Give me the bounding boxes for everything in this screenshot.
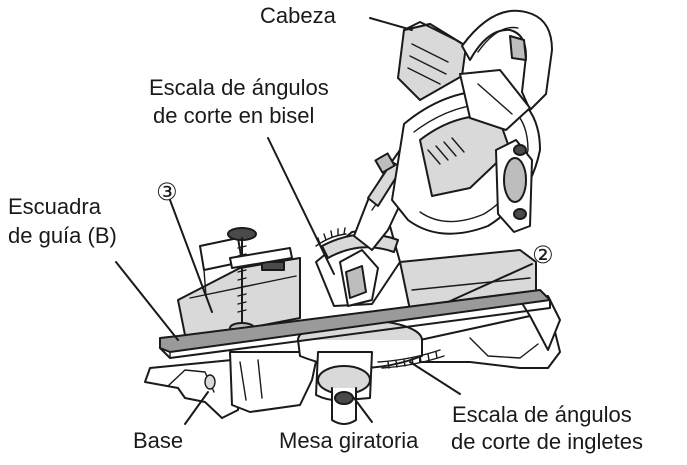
label-base: Base bbox=[133, 428, 184, 453]
turntable bbox=[297, 319, 445, 425]
leader-base bbox=[184, 391, 209, 425]
leader-callout-3 bbox=[169, 199, 213, 313]
miter-scale-ticks bbox=[387, 351, 438, 369]
leader-callout-2 bbox=[447, 263, 533, 303]
saw-base bbox=[144, 295, 561, 419]
callout-3: ③ bbox=[156, 178, 178, 206]
workpiece bbox=[159, 289, 551, 359]
label-guide-square-line2: de guía (B) bbox=[8, 223, 117, 248]
label-miter-scale-line2: de corte de ingletes bbox=[451, 429, 644, 454]
leader-guide-square bbox=[115, 261, 179, 341]
side-lock-knob bbox=[495, 139, 533, 233]
leader-lines bbox=[115, 17, 533, 425]
leader-miter-scale bbox=[409, 361, 461, 395]
leader-bevel-scale bbox=[267, 137, 335, 275]
label-bevel-scale-line1: Escala de ángulos bbox=[149, 75, 329, 100]
label-miter-scale-line1: Escala de ángulos bbox=[452, 402, 632, 427]
leader-turntable bbox=[353, 397, 373, 423]
label-head: Cabeza bbox=[260, 3, 336, 28]
callout-2: ② bbox=[532, 241, 554, 269]
label-turntable: Mesa giratoria bbox=[279, 428, 419, 453]
leader-head bbox=[369, 17, 413, 31]
label-bevel-scale-line2: de corte en bisel bbox=[153, 103, 315, 128]
saw-head bbox=[397, 9, 553, 131]
label-guide-square-line1: Escuadra bbox=[8, 194, 101, 219]
